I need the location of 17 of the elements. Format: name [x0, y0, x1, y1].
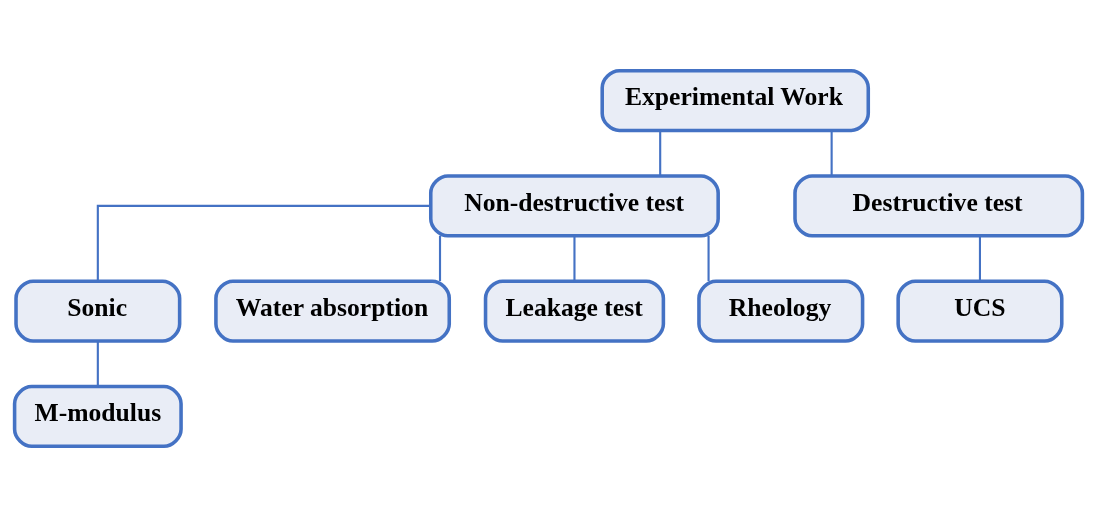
- node-box: Experimental Work: [600, 68, 871, 133]
- node-box: Water absorption: [214, 279, 452, 343]
- connector: [659, 130, 662, 176]
- node-box: UCS: [896, 279, 1064, 343]
- node-box: Sonic: [14, 279, 182, 343]
- connector: [978, 235, 982, 282]
- connector: [830, 130, 833, 176]
- node-box: Rheology: [697, 279, 865, 343]
- connector: [438, 235, 442, 282]
- connector: [707, 235, 710, 282]
- node-box: Destructive test: [793, 174, 1085, 238]
- node-box: M-modulus: [12, 384, 183, 449]
- connector: [573, 235, 576, 282]
- connector: [96, 204, 431, 282]
- node-box: Leakage test: [483, 279, 666, 343]
- node-box: Non-destructive test: [429, 174, 720, 238]
- connector: [96, 341, 99, 387]
